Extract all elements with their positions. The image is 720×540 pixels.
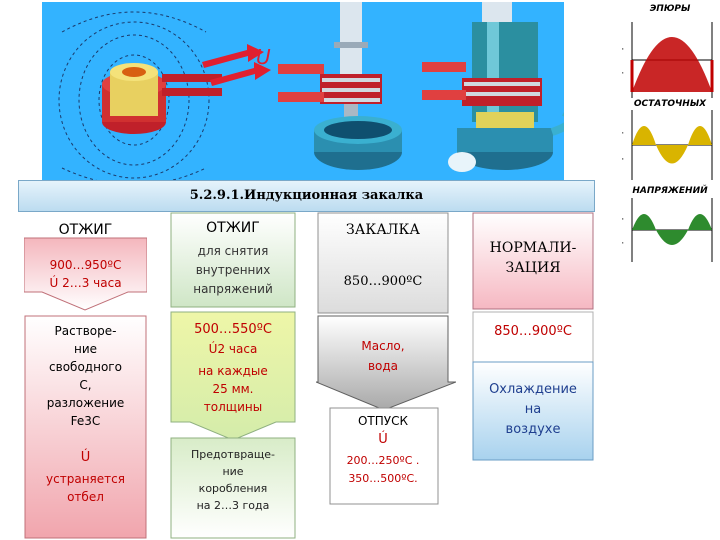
epure-plus-3: + bbox=[622, 214, 624, 225]
epure-bottom-label: НАПРЯЖЕНИЙ bbox=[632, 186, 708, 196]
tempering-title: ОТПУСК bbox=[357, 414, 408, 428]
epure-plus-2: + bbox=[622, 154, 624, 165]
banner-title: 5.2.9.1.Индукционная закалка bbox=[189, 188, 424, 203]
annealing-temp: 900…950ºC bbox=[49, 258, 122, 272]
epure-minus-1: − bbox=[622, 68, 624, 79]
normalizing-title: НОРМАЛИ- ЗАЦИЯ bbox=[472, 238, 594, 278]
epure-plus-1: + bbox=[622, 44, 624, 55]
annealing-result: устраняется отбел bbox=[24, 470, 147, 506]
induction-drawing: U bbox=[58, 2, 575, 186]
annealing-result-line: устраняется bbox=[46, 472, 125, 486]
epure-top-label: ЭПЮРЫ bbox=[649, 4, 691, 14]
time-icon: Ú bbox=[208, 342, 218, 356]
stress-relief-time: Ú2 часа bbox=[170, 342, 296, 356]
epure-mid-label: ОСТАТОЧНЫХ bbox=[633, 99, 707, 109]
current-arrows bbox=[202, 44, 271, 86]
arrow-symbol-icon: Ú bbox=[378, 432, 388, 447]
stress-relief-subtitle-line: для снятия bbox=[197, 244, 269, 258]
quenching-medium-line: вода bbox=[367, 359, 399, 373]
tempering-temp-line: 350…500ºC. bbox=[348, 472, 418, 485]
residual-stress-epure: б + − − + + bbox=[612, 2, 718, 264]
stress-relief-result-line: Предотвраще- bbox=[190, 448, 276, 461]
annealing-shapes bbox=[24, 237, 147, 539]
normalizing-cooling-line: воздухе bbox=[505, 422, 561, 437]
stress-relief-time-text: 2 часа bbox=[217, 342, 258, 356]
normalizing-cooling-line: Охлаждение bbox=[489, 382, 577, 397]
stress-relief-extra: на каждые 25 мм. толщины bbox=[170, 362, 296, 416]
stress-relief-result-line: на 2…3 года bbox=[196, 499, 270, 512]
stress-relief-subtitle-line: внутренних bbox=[195, 263, 271, 277]
annealing-effect-line: свободного bbox=[49, 360, 122, 374]
annealing-title: ОТЖИГ bbox=[58, 222, 113, 238]
epure-minus-3: − bbox=[622, 238, 624, 249]
quenching-medium: Масло, вода bbox=[310, 336, 456, 376]
normalizing-column: НОРМАЛИ- ЗАЦИЯ 850…900ºC Охлаждение на в… bbox=[472, 212, 594, 462]
quenching-title: ЗАКАЛКА bbox=[346, 222, 420, 238]
normalizing-cooling: Охлаждение на воздухе bbox=[472, 380, 594, 440]
epure-yellow bbox=[631, 110, 713, 180]
annealing-time-text: 2…3 часа bbox=[62, 276, 122, 290]
tempering-temp-line: 200…250ºC . bbox=[346, 454, 420, 467]
annealing-effect-line: разложение bbox=[46, 396, 125, 410]
annealing-column: ОТЖИГ 900…950ºC Ú 2…3 часа Растворе- ние… bbox=[24, 212, 147, 540]
annealing-effect: Растворе- ние свободного C, разложение F… bbox=[24, 322, 147, 430]
inductor-coil bbox=[102, 63, 222, 134]
annealing-effect-line: ние bbox=[73, 342, 98, 356]
section-banner: 5.2.9.1.Индукционная закалка bbox=[18, 180, 595, 212]
quench-apparatus-1 bbox=[278, 2, 402, 170]
arrow-symbol-icon: Ú bbox=[80, 450, 91, 465]
normalizing-title-line: НОРМАЛИ- bbox=[489, 240, 577, 256]
stress-relief-extra-line: на каждые bbox=[198, 364, 268, 378]
annealing-effect-line: C, bbox=[79, 378, 92, 392]
quenching-temp: 850…900ºC bbox=[343, 274, 423, 289]
quenching-shapes bbox=[316, 212, 456, 505]
annealing-effect-line: Fe3C bbox=[70, 414, 101, 428]
stress-relief-result: Предотвраще- ние коробления на 2…3 года bbox=[170, 446, 296, 514]
normalizing-cooling-line: на bbox=[524, 402, 542, 417]
epure-drawing: б + − − + + bbox=[612, 7, 714, 262]
normalizing-temp: 850…900ºC bbox=[494, 324, 572, 339]
stress-relief-result-line: коробления bbox=[198, 482, 268, 495]
stress-relief-extra-line: толщины bbox=[203, 400, 263, 414]
annealing-result-line: отбел bbox=[67, 490, 104, 504]
time-icon: Ú bbox=[49, 276, 59, 290]
quench-apparatus-2 bbox=[422, 2, 575, 172]
stress-relief-temp: 500…550ºC bbox=[194, 322, 272, 337]
epure-minus-2: − bbox=[622, 128, 624, 139]
stress-relief-extra-line: 25 мм. bbox=[212, 382, 254, 396]
normalizing-shapes bbox=[472, 212, 594, 461]
epure-red bbox=[630, 22, 714, 98]
stress-relief-title: ОТЖИГ bbox=[206, 220, 260, 236]
voltage-label: U bbox=[256, 45, 271, 69]
quenching-medium-line: Масло, bbox=[361, 339, 405, 353]
epure-green bbox=[631, 198, 713, 262]
induction-illustration: U bbox=[42, 2, 575, 186]
tempering-temps: 200…250ºC . 350…500ºC. bbox=[310, 452, 456, 488]
stress-relief-subtitle: для снятия внутренних напряжений bbox=[170, 242, 296, 299]
annealing-time: Ú 2…3 часа bbox=[24, 276, 147, 290]
stress-relief-result-line: ние bbox=[222, 465, 244, 478]
quenching-column: ЗАКАЛКА 850…900ºC Масло, вода ОТПУСК Ú 2… bbox=[316, 212, 456, 540]
stress-relief-subtitle-line: напряжений bbox=[193, 282, 273, 296]
normalizing-title-line: ЗАЦИЯ bbox=[505, 260, 561, 276]
stress-relief-column: ОТЖИГ для снятия внутренних напряжений 5… bbox=[170, 212, 296, 540]
stress-relief-shapes bbox=[170, 212, 296, 539]
annealing-effect-line: Растворе- bbox=[54, 324, 117, 338]
